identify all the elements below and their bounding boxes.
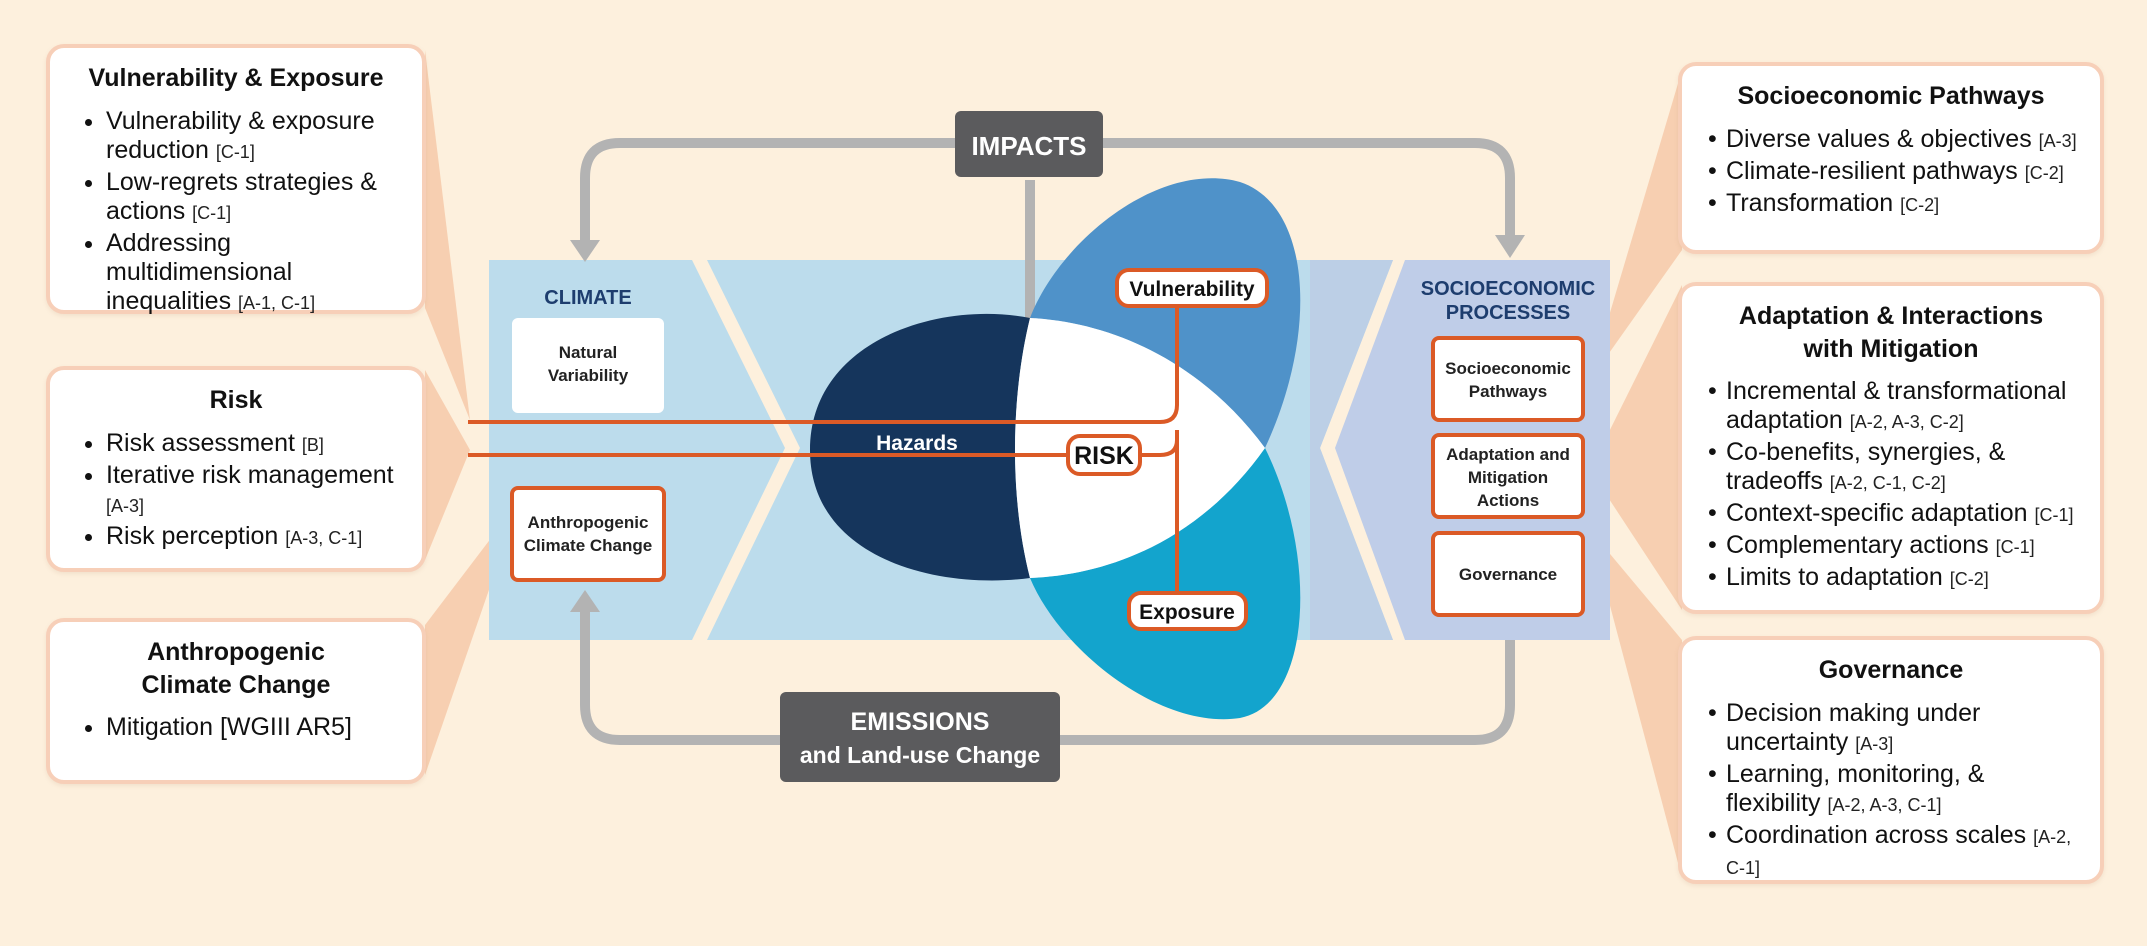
socio-governance-label: Governance [1459, 565, 1557, 584]
arrowhead-socio [1495, 235, 1525, 258]
list-item: Low-regrets strategies & actions [C-1] [106, 168, 400, 228]
socio-title-line1: SOCIOECONOMIC [1421, 278, 1595, 300]
list-item: Learning, monitoring, & flexibility [A-2… [1708, 760, 2078, 820]
list-item: Complementary actions [C-1] [1708, 531, 2078, 562]
exposure-label: Exposure [1139, 601, 1235, 624]
socio-title-line2: PROCESSES [1446, 302, 1570, 324]
list-item: Decision making under uncertainty [A-3] [1708, 699, 2078, 759]
list-item: Diverse values & objectives [A-3] [1708, 125, 2078, 156]
card-governance: Governance Decision making under uncerta… [1678, 636, 2104, 884]
middle-band-right [1310, 260, 1393, 640]
fan-vulnerability-exposure [425, 50, 470, 420]
socio-adaptation-line2: Mitigation [1468, 468, 1548, 487]
list-item: Co-benefits, synergies, & tradeoffs [A-2… [1708, 438, 2078, 498]
list-item: Mitigation [WGIII AR5] [106, 713, 400, 742]
impacts-label: IMPACTS [971, 131, 1086, 161]
exposure-box [1127, 591, 1248, 631]
emissions-label: EMISSIONS [851, 708, 990, 736]
list-item: Climate-resilient pathways [C-2] [1708, 157, 2078, 188]
list-item: Transformation [C-2] [1708, 189, 2078, 220]
card-title: Socioeconomic Pathways [1737, 82, 2045, 110]
emissions-sublabel: and Land-use Change [800, 742, 1040, 768]
fan-adaptation [1590, 285, 1682, 610]
hazards-label: Hazards [876, 432, 958, 455]
emissions-box [780, 692, 1060, 782]
list-item: Incremental & transformational adaptatio… [1708, 377, 2078, 437]
list-item: Addressing multidimensional inequalities… [106, 229, 400, 318]
card-list: Mitigation [WGIII AR5] [72, 713, 400, 742]
card-title: Risk [209, 386, 263, 414]
list-item: Iterative risk management [A-3] [106, 461, 400, 521]
card-title: Adaptation & Interactions with Mitigatio… [1738, 302, 2044, 363]
impacts-box [955, 111, 1103, 177]
card-list: Incremental & transformational adaptatio… [1704, 377, 2078, 594]
anthropogenic-line1: Anthropogenic [528, 513, 649, 532]
card-list: Diverse values & objectives [A-3] Climat… [1704, 125, 2078, 220]
socio-governance-box [1431, 531, 1585, 617]
climate-title: CLIMATE [544, 287, 631, 309]
socio-adaptation-box [1431, 433, 1585, 519]
list-item: Risk perception [A-3, C-1] [106, 522, 400, 553]
list-item: Vulnerability & exposure reduction [C-1] [106, 107, 400, 167]
natural-variability-line1: Natural [559, 343, 618, 362]
card-risk: Risk Risk assessment [B] Iterative risk … [46, 366, 426, 572]
risk-box [1066, 434, 1142, 476]
vulnerability-box [1115, 268, 1269, 308]
fan-governance [1590, 530, 1682, 878]
card-title: Vulnerability & Exposure [88, 64, 384, 92]
card-adaptation-mitigation: Adaptation & Interactions with Mitigatio… [1678, 282, 2104, 614]
card-title: Governance [1818, 656, 1964, 684]
arrowhead-anthropogenic [570, 590, 600, 612]
arrowhead-climate [570, 240, 600, 262]
list-item: Context-specific adaptation [C-1] [1708, 499, 2078, 530]
anthropogenic-line2: Climate Change [524, 536, 652, 555]
socio-pathways-line2: Pathways [1469, 382, 1547, 401]
natural-variability-box [512, 318, 664, 413]
highlight-fans [425, 50, 1682, 878]
card-list: Vulnerability & exposure reduction [C-1]… [72, 107, 400, 318]
vulnerability-ellipse [1030, 178, 1301, 448]
card-anthropogenic-climate-change: Anthropogenic Climate Change Mitigation … [46, 618, 426, 784]
risk-label: RISK [1074, 442, 1134, 470]
fan-risk [425, 370, 470, 560]
card-list: Risk assessment [B] Iterative risk manag… [72, 429, 400, 553]
card-socioeconomic-pathways: Socioeconomic Pathways Diverse values & … [1678, 62, 2104, 254]
natural-variability-line2: Variability [548, 366, 629, 385]
exposure-ellipse [1030, 448, 1301, 720]
fan-socioeconomic-pathways [1590, 70, 1682, 380]
list-item: Risk assessment [B] [106, 429, 400, 460]
card-vulnerability-exposure: Vulnerability & Exposure Vulnerability &… [46, 44, 426, 315]
card-list: Decision making under uncertainty [A-3] … [1704, 699, 2078, 883]
socio-pathways-box [1431, 336, 1585, 422]
list-item: Coordination across scales [A-2, C-1] [1708, 821, 2078, 883]
anthropogenic-box [510, 486, 666, 582]
list-item: Limits to adaptation [C-2] [1708, 563, 2078, 594]
risk-connector-lines [468, 305, 1179, 598]
hazards-ellipse [810, 313, 1030, 581]
socio-adaptation-line1: Adaptation and [1446, 445, 1570, 464]
vulnerability-label: Vulnerability [1129, 278, 1255, 301]
socio-adaptation-line3: Actions [1477, 491, 1539, 510]
socio-pathways-line1: Socioeconomic [1445, 359, 1571, 378]
card-title: Anthropogenic Climate Change [141, 638, 331, 699]
